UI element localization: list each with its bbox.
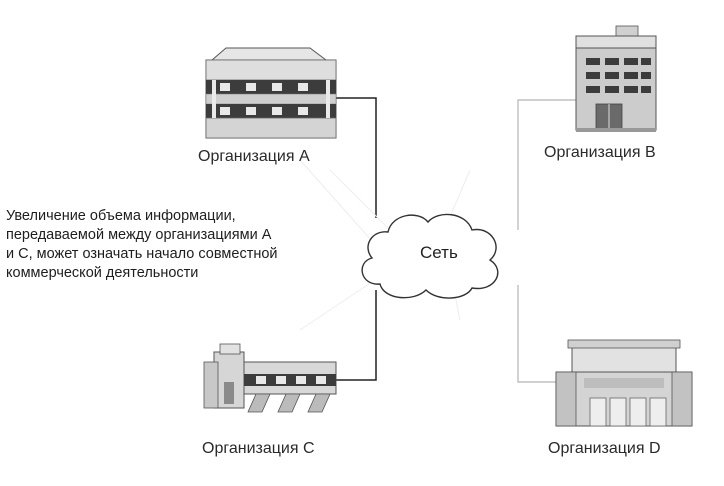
note-line: и С, может означать начало совместной (6, 246, 278, 262)
org-d-label: Организация D (548, 440, 661, 457)
link-org-b (517, 99, 576, 230)
office-building-icon (205, 47, 337, 139)
connections (336, 97, 576, 383)
org-c-label: Организация C (202, 440, 315, 457)
link-org-d (517, 285, 556, 383)
note-line: Увеличение объема информации, (6, 208, 236, 224)
cloud-icon (361, 213, 499, 299)
org-b-label: Организация B (544, 144, 656, 161)
tower-building-icon (575, 25, 657, 132)
link-org-a (336, 97, 377, 218)
factory-building-icon (203, 343, 337, 413)
annotation-note: Увеличение объема информации, передаваем… (6, 207, 366, 283)
note-line: коммерческой деятельности (6, 265, 199, 281)
org-a-label: Организация A (198, 148, 310, 165)
note-line: передаваемой между организациями А (6, 227, 272, 243)
network-label: Сеть (420, 243, 458, 262)
warehouse-building-icon (555, 339, 693, 427)
link-org-c (336, 290, 377, 381)
